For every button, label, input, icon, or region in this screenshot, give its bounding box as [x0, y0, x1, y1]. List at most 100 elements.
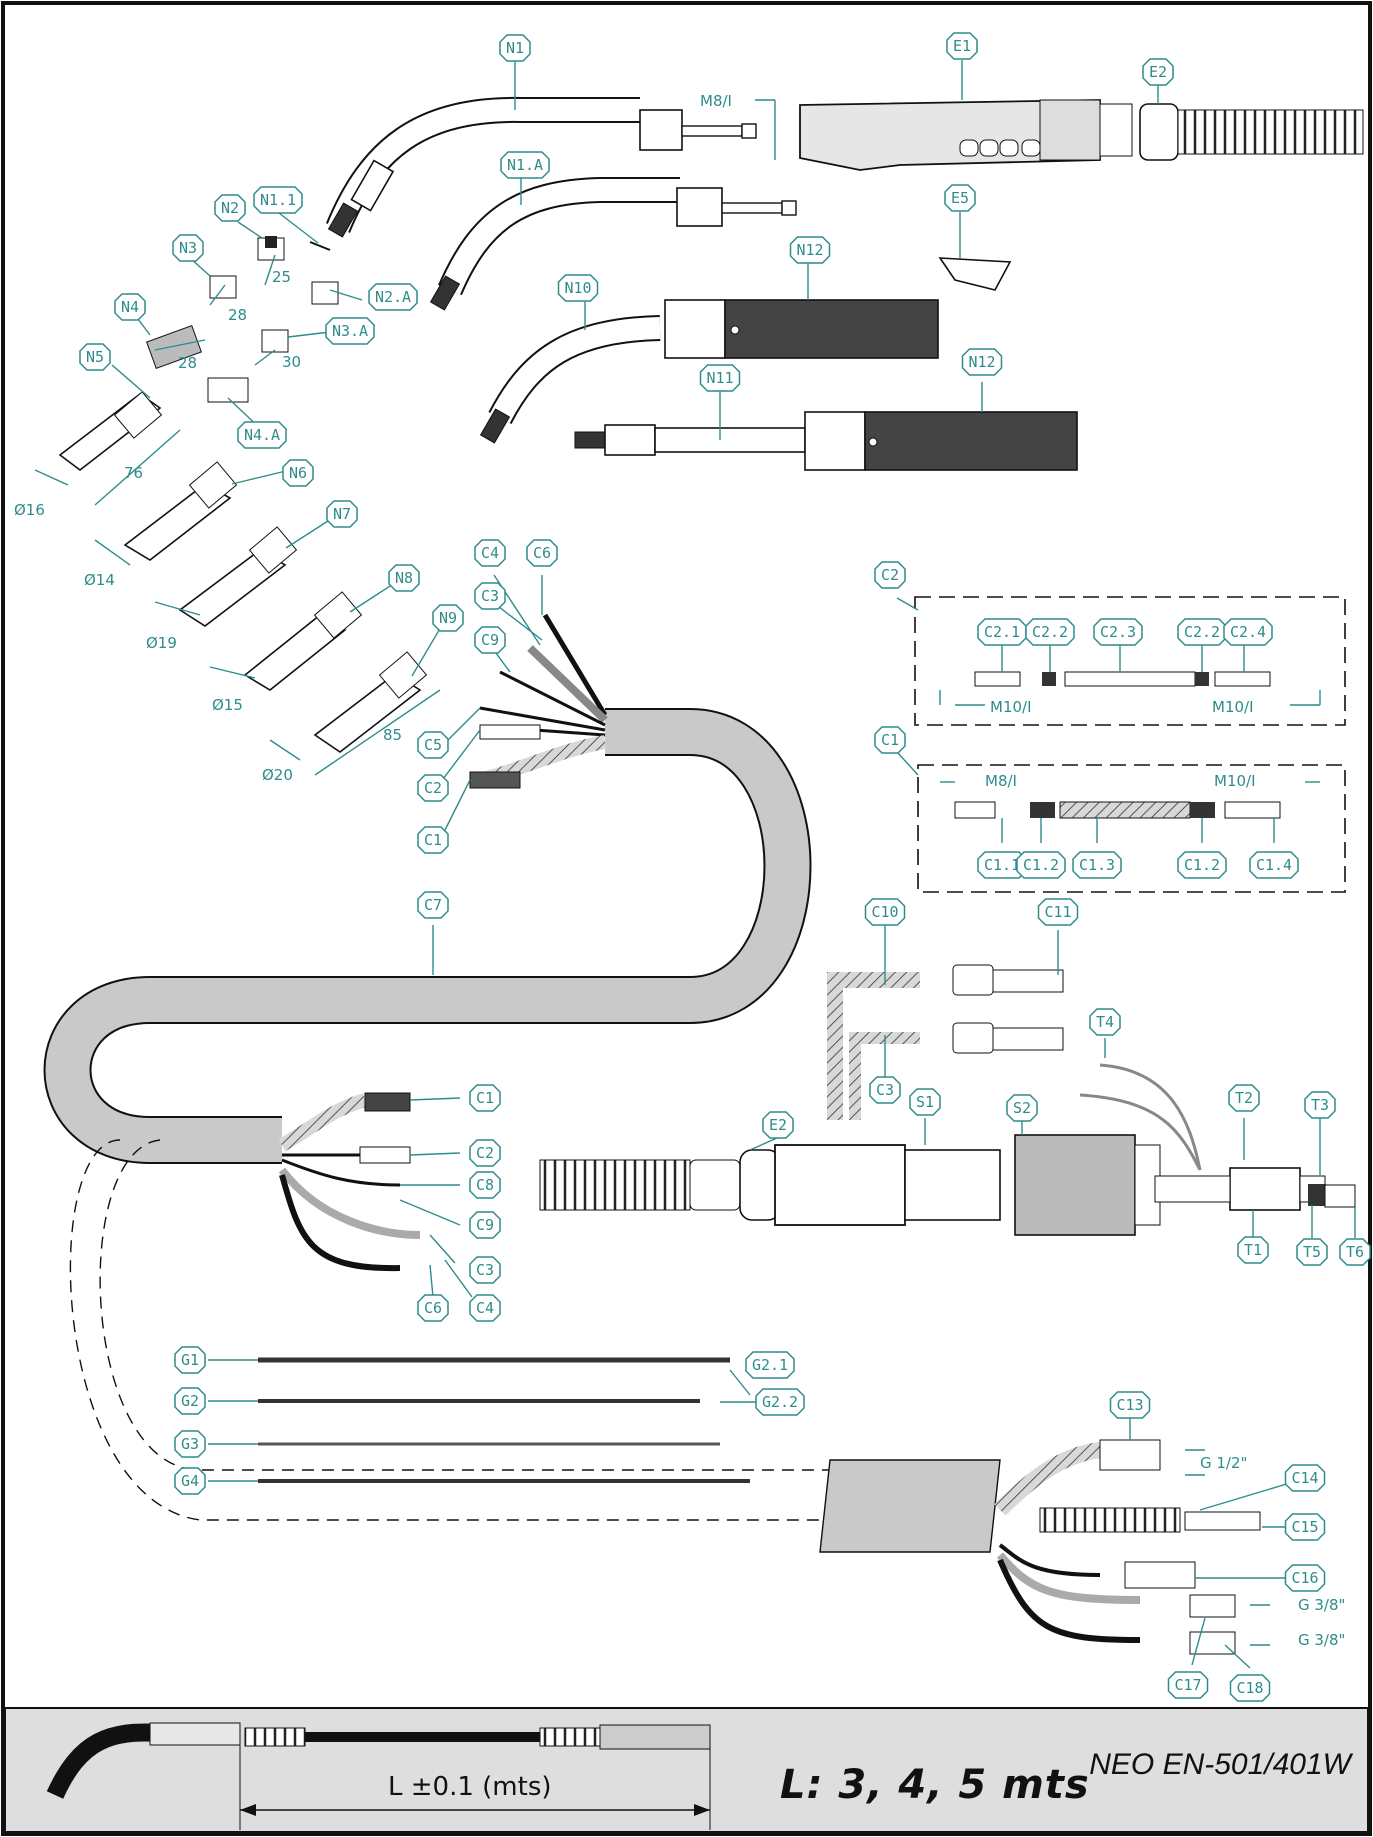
callout-e5: E5 — [944, 184, 976, 212]
callout-label: G4 — [181, 1472, 199, 1490]
callout-label: C2 — [476, 1144, 494, 1162]
callout-c3c: C3 — [869, 1076, 901, 1104]
callout-label: S2 — [1013, 1099, 1031, 1117]
callout-label: G2 — [181, 1392, 199, 1410]
callout-label: C2.2 — [1184, 623, 1220, 641]
callout-c3b: C3 — [469, 1256, 501, 1284]
neck-n1 — [325, 96, 757, 238]
callout-label: C18 — [1236, 1679, 1263, 1697]
callout-label: C1.3 — [1079, 856, 1115, 874]
callout-n12b: N12 — [961, 348, 1003, 376]
callout-c11: C11 — [1037, 898, 1079, 926]
callout-label: C1.2 — [1023, 856, 1059, 874]
callout-s1: S1 — [909, 1088, 941, 1116]
callout-label: C1 — [881, 731, 899, 749]
callout-label: C6 — [533, 544, 551, 562]
callout-c14: C14 — [1284, 1464, 1326, 1492]
callout-c1a: C1 — [417, 826, 449, 854]
callout-label: N3.A — [332, 322, 368, 340]
callout-n2a: N2.A — [368, 283, 418, 311]
dim-n1-thread: M8/I — [700, 92, 732, 110]
callout-label: C17 — [1174, 1676, 1201, 1694]
callout-n1-1: N1.1 — [253, 186, 303, 214]
callout-c17: C17 — [1167, 1671, 1209, 1699]
callout-c6a: C6 — [526, 539, 558, 567]
callout-n3: N3 — [172, 234, 204, 262]
callout-c1b: C1 — [469, 1084, 501, 1112]
dim-n8-dia: Ø15 — [212, 696, 243, 714]
callout-label: C2.2 — [1032, 623, 1068, 641]
neck-n11 — [574, 411, 1078, 471]
dim-n5-76: 76 — [124, 464, 143, 482]
callout-c5: C5 — [417, 731, 449, 759]
callout-label: C1.4 — [1256, 856, 1292, 874]
callout-c9a: C9 — [474, 626, 506, 654]
adapter-assembly — [539, 964, 1161, 1236]
callout-label: N5 — [86, 348, 104, 366]
callout-c1c: C1 — [874, 726, 906, 754]
neck-n1a — [429, 177, 797, 311]
callout-n11: N11 — [699, 364, 741, 392]
callout-label: G2.2 — [762, 1393, 798, 1411]
callout-label: E1 — [953, 37, 971, 55]
dim-n9-dia: Ø20 — [262, 766, 293, 784]
callout-label: C2.4 — [1230, 623, 1266, 641]
neck-n10 — [479, 299, 939, 444]
callout-label: E5 — [951, 189, 969, 207]
callout-label: C3 — [481, 587, 499, 605]
callout-label: C2 — [881, 566, 899, 584]
upper-cable-fan — [469, 613, 608, 789]
callout-label: C4 — [476, 1299, 494, 1317]
callout-g2-1: G2.1 — [745, 1351, 795, 1379]
callout-g2-2: G2.2 — [755, 1388, 805, 1416]
callout-c2-1: C2.1 — [977, 618, 1027, 646]
callout-n5: N5 — [79, 343, 111, 371]
dim-c17-thread: G 3/8" — [1298, 1596, 1345, 1614]
callout-label: N6 — [289, 464, 307, 482]
callout-label: C1.2 — [1184, 856, 1220, 874]
callout-g2: G2 — [174, 1387, 206, 1415]
callout-n10: N10 — [557, 274, 599, 302]
callout-c1-2b: C1.2 — [1177, 851, 1227, 879]
callout-label: C7 — [424, 896, 442, 914]
callout-c7: C7 — [417, 891, 449, 919]
callout-label: C11 — [1044, 903, 1071, 921]
detail-box-c1 — [917, 764, 1346, 893]
dim-n7-dia: Ø19 — [146, 634, 177, 652]
dim-n4-28: 28 — [178, 354, 197, 372]
handle-e1 — [799, 99, 1133, 171]
callout-c1-3: C1.3 — [1072, 851, 1122, 879]
callout-c13: C13 — [1109, 1391, 1151, 1419]
liners — [258, 1357, 750, 1483]
callout-c2-2a: C2.2 — [1025, 618, 1075, 646]
callout-n12a: N12 — [789, 236, 831, 264]
callout-label: S1 — [916, 1093, 934, 1111]
callout-label: N8 — [395, 569, 413, 587]
callout-label: N2.A — [375, 288, 411, 306]
dimension-text: M8/I 25 28 28 30 76 Ø16 Ø14 Ø19 Ø15 85 Ø… — [14, 92, 1345, 1649]
callout-t6: T6 — [1339, 1238, 1371, 1266]
detail-box-c2 — [914, 596, 1346, 726]
callout-label: C6 — [424, 1299, 442, 1317]
callout-label: C1 — [476, 1089, 494, 1107]
model-title: NEO EN-501/401W — [1089, 1748, 1351, 1781]
callout-n9: N9 — [432, 604, 464, 632]
callout-t1: T1 — [1237, 1236, 1269, 1264]
dim-n6-dia: Ø14 — [84, 571, 115, 589]
terminal-t1 — [1079, 1063, 1356, 1211]
callout-label: C2.3 — [1100, 623, 1136, 641]
callout-label: N4 — [121, 298, 139, 316]
dim-n2-25: 25 — [272, 268, 291, 286]
callout-n6: N6 — [282, 459, 314, 487]
length-spec: L: 3, 4, 5 mts — [780, 1762, 1090, 1808]
dim-c1-right: M10/I — [1214, 772, 1256, 790]
callout-g1: G1 — [174, 1346, 206, 1374]
callout-label: C16 — [1291, 1569, 1318, 1587]
callout-n7: N7 — [326, 500, 358, 528]
callout-label: N1 — [506, 39, 524, 57]
callout-label: C1.1 — [984, 856, 1020, 874]
callout-label: E2 — [1149, 63, 1167, 81]
callout-c16: C16 — [1284, 1564, 1326, 1592]
dim-c13-thread: G 1/2" — [1200, 1454, 1247, 1472]
callout-t5: T5 — [1296, 1238, 1328, 1266]
